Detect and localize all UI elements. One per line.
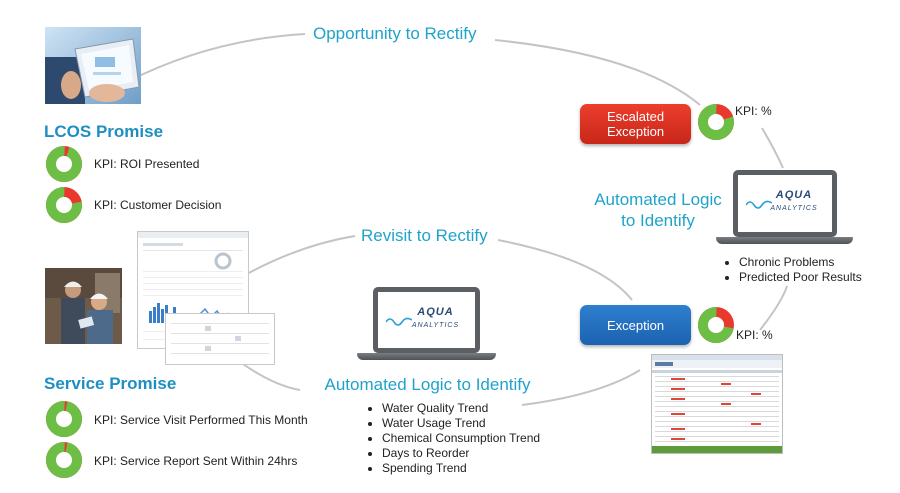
lcos-kpi-roi-donut xyxy=(46,146,82,182)
aqua-wave-icon xyxy=(386,317,412,326)
opportunity-to-rectify-label: Opportunity to Rectify xyxy=(313,24,477,43)
tablet-photo xyxy=(45,27,141,104)
exception-badge: Exception xyxy=(580,305,691,345)
escalated-exception-badge: Escalated Exception xyxy=(580,104,691,144)
kpi-donut-hole xyxy=(56,411,72,427)
right-logic-title: Automated Logic to Identify xyxy=(588,189,728,231)
lcos-kpi-roi-label: KPI: ROI Presented xyxy=(94,157,200,171)
list-item: Water Usage Trend xyxy=(382,416,540,431)
escalated-kpi-donut xyxy=(698,104,734,140)
kpi-green-segment xyxy=(46,442,82,478)
lcos-promise-title: LCOS Promise xyxy=(44,122,164,141)
right-laptop-screen: AQUA ANALYTICS xyxy=(733,170,837,237)
exceptions-report-screenshot xyxy=(651,354,783,454)
list-item: Days to Reorder xyxy=(382,446,540,461)
revisit-to-rectify-label: Revisit to Rectify xyxy=(361,226,488,245)
report-screenshot xyxy=(165,313,275,365)
center-logic-title: Automated Logic to Identify xyxy=(324,375,531,394)
list-item: Chronic Problems xyxy=(739,255,862,270)
kpi-donut-hole xyxy=(708,317,724,333)
service-kpi-visit-donut xyxy=(46,401,82,437)
service-kpi-report-label: KPI: Service Report Sent Within 24hrs xyxy=(94,454,298,468)
kpi-donut-hole xyxy=(56,156,72,172)
center-logic-bullets: Water Quality Trend Water Usage Trend Ch… xyxy=(366,401,540,476)
lcos-kpi-decision-label: KPI: Customer Decision xyxy=(94,198,222,212)
right-laptop-base xyxy=(716,237,853,244)
kpi-donut-hole xyxy=(56,197,72,213)
list-item: Spending Trend xyxy=(382,461,540,476)
exception-kpi-label: KPI: % xyxy=(736,328,773,342)
service-kpi-report-donut xyxy=(46,442,82,478)
list-item: Chemical Consumption Trend xyxy=(382,431,540,446)
center-brand-sub: ANALYTICS xyxy=(411,322,460,329)
escalated-kpi-label: KPI: % xyxy=(735,104,772,118)
kpi-green-segment xyxy=(46,401,82,437)
center-laptop-screen: AQUA ANALYTICS xyxy=(373,287,480,353)
kpi-donut-hole xyxy=(56,452,72,468)
service-kpi-visit-label: KPI: Service Visit Performed This Month xyxy=(94,413,308,427)
right-logic-bullets: Chronic Problems Predicted Poor Results xyxy=(723,255,862,285)
lcos-kpi-decision-donut xyxy=(46,187,82,223)
center-brand-name: AQUA xyxy=(417,306,454,318)
center-laptop-base xyxy=(357,353,496,360)
kpi-donut-hole xyxy=(708,114,724,130)
service-promise-title: Service Promise xyxy=(44,374,177,393)
right-brand-sub: ANALYTICS xyxy=(770,205,818,212)
list-item: Water Quality Trend xyxy=(382,401,540,416)
right-logic-title-text: Automated Logic to Identify xyxy=(594,190,722,230)
list-item: Predicted Poor Results xyxy=(739,270,862,285)
aqua-wave-icon xyxy=(746,200,772,209)
service-workers-photo xyxy=(45,268,122,344)
exception-kpi-donut xyxy=(698,307,734,343)
right-brand-name: AQUA xyxy=(775,189,813,201)
